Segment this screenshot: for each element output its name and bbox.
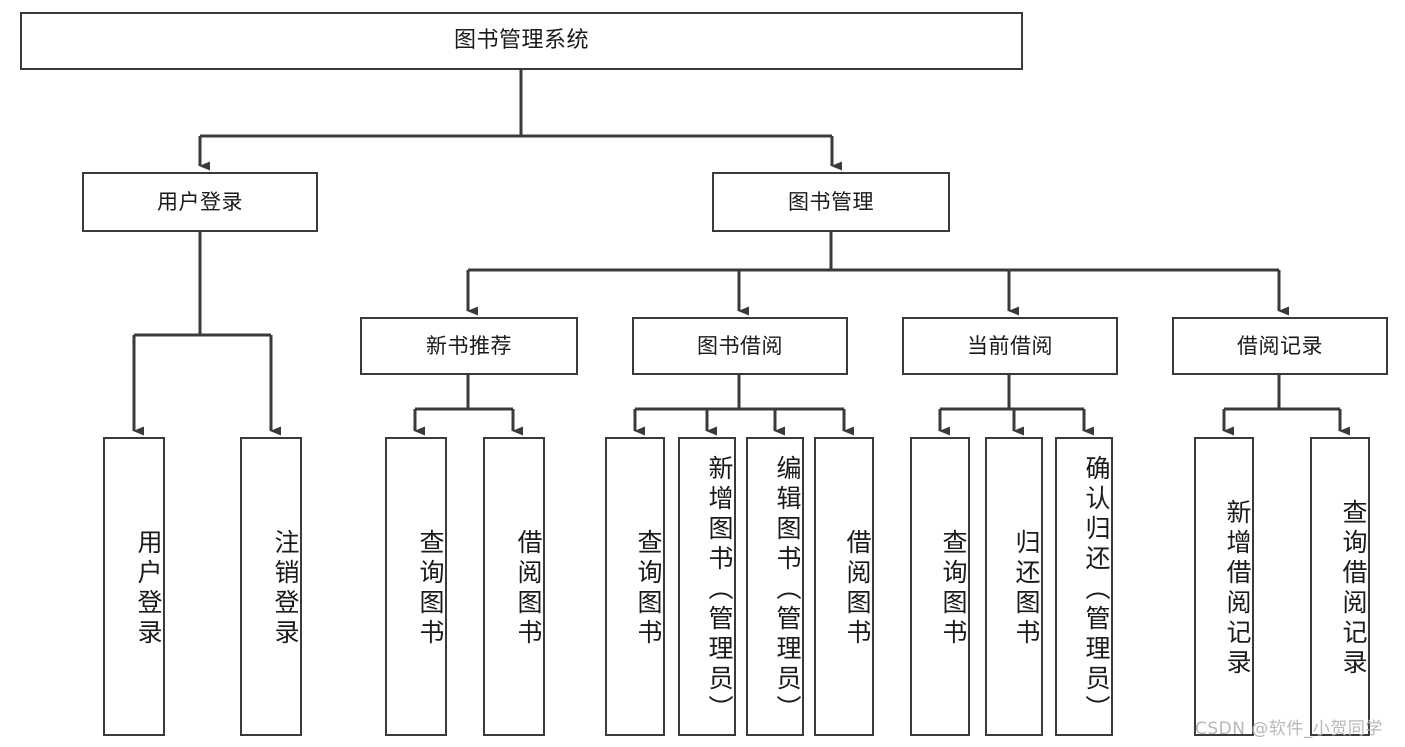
- node-leaf-add-book-admin-label: 新增图书（管理员）: [705, 454, 734, 725]
- node-level2-new-book-recommend-label: 新书推荐: [426, 333, 512, 358]
- node-leaf-add-book-admin[interactable]: 新增图书（管理员）: [678, 437, 736, 736]
- node-leaf-borrow-book-newbook[interactable]: 借阅图书: [483, 437, 545, 736]
- node-level2-borrow-record-label: 借阅记录: [1237, 333, 1323, 358]
- node-level2-borrow-record[interactable]: 借阅记录: [1172, 317, 1388, 375]
- node-leaf-confirm-return-admin[interactable]: 确认归还（管理员）: [1055, 437, 1113, 736]
- node-leaf-return-book[interactable]: 归还图书: [985, 437, 1043, 736]
- node-leaf-user-login-label: 用户登录: [134, 528, 163, 649]
- csdn-watermark: CSDN @软件_小贺同学: [1195, 714, 1383, 739]
- node-leaf-query-book-current-label: 查询图书: [939, 528, 968, 649]
- node-leaf-query-book-current[interactable]: 查询图书: [910, 437, 970, 736]
- node-level2-book-borrow-label: 图书借阅: [697, 333, 783, 358]
- node-leaf-query-book-newbook[interactable]: 查询图书: [385, 437, 447, 736]
- node-leaf-add-borrow-record[interactable]: 新增借阅记录: [1194, 437, 1254, 736]
- node-leaf-query-borrow-record-label: 查询借阅记录: [1339, 498, 1368, 679]
- node-leaf-borrow-book[interactable]: 借阅图书: [814, 437, 874, 736]
- node-leaf-add-borrow-record-label: 新增借阅记录: [1223, 498, 1252, 679]
- node-root[interactable]: 图书管理系统: [20, 12, 1023, 70]
- node-leaf-confirm-return-admin-label: 确认归还（管理员）: [1082, 454, 1111, 725]
- node-leaf-query-book-borrow-label: 查询图书: [634, 528, 663, 649]
- node-level2-current-borrow-label: 当前借阅: [967, 333, 1053, 358]
- node-leaf-borrow-book-label: 借阅图书: [843, 528, 872, 649]
- node-leaf-user-login[interactable]: 用户登录: [103, 437, 165, 736]
- node-level2-new-book-recommend[interactable]: 新书推荐: [360, 317, 578, 375]
- node-level2-book-borrow[interactable]: 图书借阅: [632, 317, 848, 375]
- node-leaf-query-book-borrow[interactable]: 查询图书: [605, 437, 665, 736]
- node-leaf-query-borrow-record[interactable]: 查询借阅记录: [1310, 437, 1370, 736]
- node-root-label: 图书管理系统: [453, 28, 589, 54]
- node-leaf-return-book-label: 归还图书: [1012, 528, 1041, 649]
- csdn-watermark-text: CSDN @软件_小贺同学: [1195, 719, 1383, 739]
- node-leaf-edit-book-admin[interactable]: 编辑图书（管理员）: [746, 437, 804, 736]
- node-level1-book-management-label: 图书管理: [788, 189, 874, 214]
- node-leaf-logout-label: 注销登录: [271, 528, 300, 649]
- node-leaf-edit-book-admin-label: 编辑图书（管理员）: [773, 454, 802, 725]
- node-level1-user-login-label: 用户登录: [157, 189, 243, 214]
- node-leaf-query-book-newbook-label: 查询图书: [416, 528, 445, 649]
- node-level1-user-login[interactable]: 用户登录: [82, 172, 318, 232]
- node-level1-book-management[interactable]: 图书管理: [712, 172, 950, 232]
- node-leaf-logout[interactable]: 注销登录: [240, 437, 302, 736]
- node-level2-current-borrow[interactable]: 当前借阅: [902, 317, 1118, 375]
- node-leaf-borrow-book-newbook-label: 借阅图书: [514, 528, 543, 649]
